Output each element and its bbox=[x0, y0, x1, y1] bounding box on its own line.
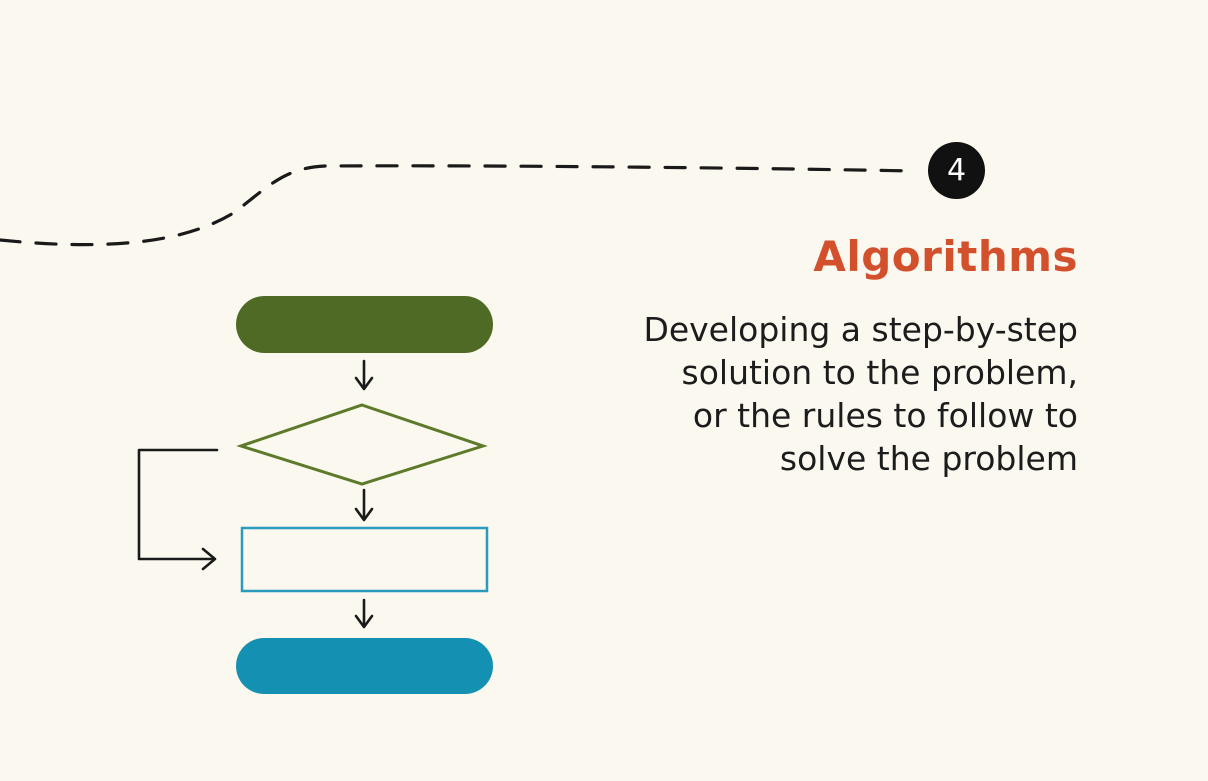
description-line: or the rules to follow to bbox=[692, 396, 1078, 435]
flowchart-process-rectangle bbox=[240, 526, 489, 593]
arrow-down-icon bbox=[354, 359, 374, 391]
section-description: Developing a step-by-step solution to th… bbox=[558, 308, 1078, 480]
description-line: Developing a step-by-step bbox=[643, 310, 1078, 349]
dashed-roadmap-path bbox=[0, 164, 917, 247]
flowchart-decision-diamond bbox=[236, 403, 488, 486]
arrow-down-icon bbox=[354, 598, 374, 629]
flowchart-start-terminator bbox=[236, 296, 493, 353]
number-circle-icon: 4 bbox=[946, 152, 967, 188]
loop-back-connector bbox=[137, 448, 219, 571]
section-title: Algorithms bbox=[813, 232, 1078, 281]
description-line: solution to the problem, bbox=[681, 353, 1078, 392]
arrow-down-icon bbox=[354, 488, 374, 522]
flowchart bbox=[137, 296, 493, 694]
step-number-badge: 4 bbox=[928, 142, 985, 199]
flowchart-end-terminator bbox=[236, 638, 493, 694]
description-line: solve the problem bbox=[779, 439, 1078, 478]
